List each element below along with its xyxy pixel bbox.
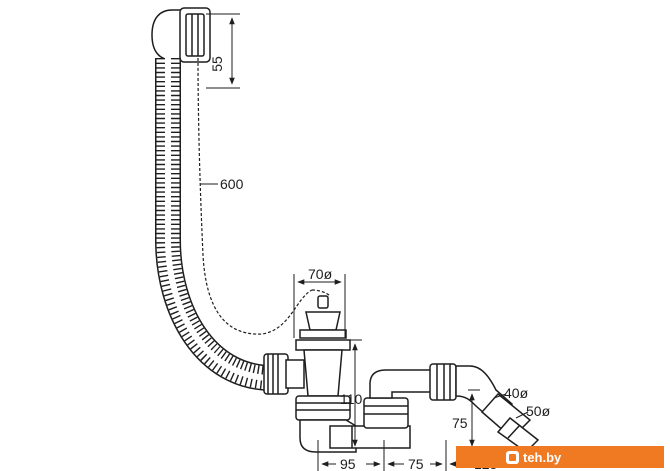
diameter-50-label: 50ø — [526, 403, 551, 419]
drain-plug — [299, 295, 347, 339]
dimension-55-label: 55 — [209, 56, 225, 72]
watermark-badge: teh.by — [456, 446, 664, 468]
dimension-110-label: 110 — [340, 391, 363, 407]
siphon-trap — [363, 363, 457, 429]
dimension-75-vertical-label: 75 — [452, 415, 468, 431]
watermark-text: teh.by — [523, 449, 562, 465]
diameter-40-label: 40ø — [504, 385, 529, 401]
dimension-75-horizontal-label: 75 — [408, 456, 424, 471]
trap-connector-pipe — [329, 425, 411, 449]
brand-logo-icon — [506, 450, 519, 464]
dimension-70 — [293, 274, 346, 338]
diameter-50-leader — [515, 411, 529, 419]
dimension-70-label: 70ø — [308, 266, 333, 282]
dimension-95-label: 95 — [340, 456, 356, 471]
dimension-110 — [350, 339, 362, 447]
dimension-75-vertical — [468, 389, 480, 447]
dimension-600-label: 600 — [220, 176, 244, 192]
dimension-55 — [206, 13, 240, 89]
diameter-40-leader — [493, 393, 507, 399]
plug-chain — [197, 57, 331, 335]
overflow-head — [151, 7, 211, 63]
angled-outlet — [455, 365, 540, 453]
overflow-hose — [155, 58, 273, 391]
